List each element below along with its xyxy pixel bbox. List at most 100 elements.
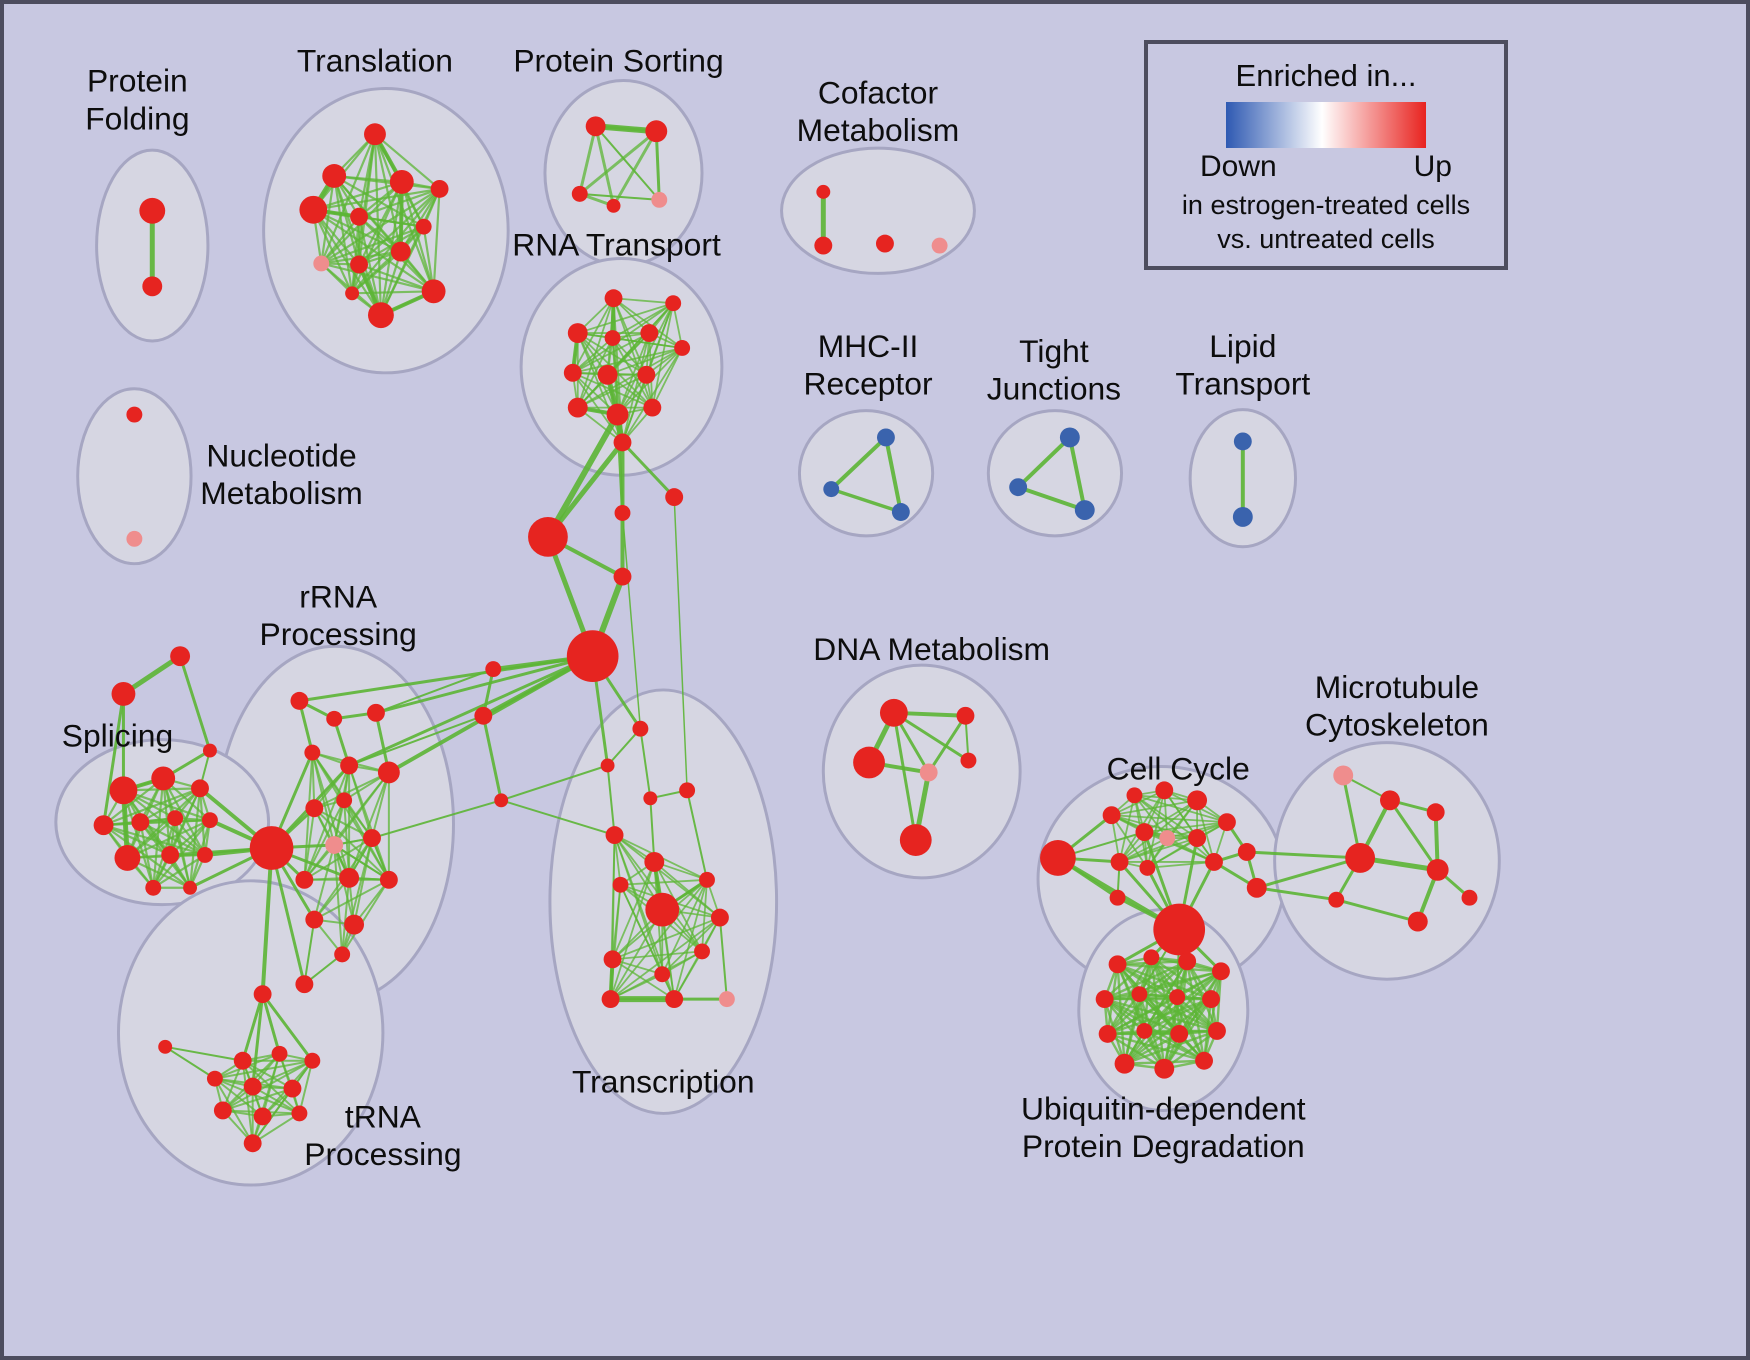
network-edge	[1146, 789, 1166, 869]
gene-set-node-65	[340, 756, 359, 775]
gene-set-node-87	[167, 810, 184, 827]
gene-set-node-1	[142, 276, 163, 297]
gene-set-node-4	[389, 170, 414, 194]
network-edge	[571, 332, 651, 374]
network-edge	[621, 373, 648, 444]
gene-set-node-41	[566, 630, 619, 682]
network-edge	[379, 225, 425, 317]
gene-set-node-139	[1212, 962, 1230, 981]
network-edge	[701, 878, 708, 953]
network-edge	[1016, 435, 1072, 490]
cluster-ellipse-mhc-ii-receptor	[797, 409, 935, 538]
gene-set-node-33	[567, 397, 588, 418]
gene-set-node-43	[474, 706, 493, 725]
network-edge	[297, 654, 595, 703]
cluster-label-rna-transport: RNA Transport	[512, 227, 721, 263]
network-edge	[545, 439, 625, 540]
network-edge	[571, 347, 684, 374]
gene-set-node-27	[604, 330, 621, 346]
gene-set-node-49	[605, 826, 624, 845]
network-edge	[1123, 1029, 1219, 1065]
gene-set-node-60	[694, 943, 710, 960]
network-edge	[313, 844, 336, 921]
network-edge	[1118, 794, 1136, 863]
cluster-ellipse-nucleotide-metabolism	[76, 387, 193, 566]
network-edge	[152, 853, 207, 889]
gene-set-node-52	[645, 892, 680, 927]
legend-gradient-bar	[1226, 102, 1426, 148]
network-edge	[370, 771, 390, 840]
network-edge	[1255, 856, 1362, 890]
gene-set-node-9	[313, 255, 330, 272]
network-edge	[892, 711, 970, 763]
network-edge	[616, 413, 624, 515]
gene-set-node-97	[271, 1045, 288, 1062]
network-edge	[102, 824, 172, 857]
gene-set-node-131	[1345, 843, 1376, 873]
network-edge	[1143, 997, 1213, 1033]
cluster-ellipse-tight-junctions	[986, 409, 1124, 538]
network-edge	[621, 347, 684, 444]
gene-set-node-135	[1461, 889, 1478, 906]
network-edge	[829, 435, 888, 492]
network-edge	[606, 727, 642, 767]
gene-set-node-46	[600, 758, 615, 773]
network-edge	[661, 878, 708, 976]
gene-set-node-15	[585, 116, 606, 137]
network-edge	[312, 187, 441, 211]
network-edge	[303, 918, 316, 986]
cluster-label-translation: Translation	[297, 43, 453, 79]
network-edge	[606, 347, 684, 376]
gene-set-node-42	[485, 661, 502, 678]
gene-set-node-14	[345, 286, 360, 301]
network-edge	[649, 797, 656, 863]
network-edge	[1103, 960, 1189, 1001]
network-edge	[164, 1045, 216, 1080]
gene-set-node-72	[295, 870, 314, 889]
network-edge	[606, 764, 616, 837]
gene-set-node-117	[1135, 823, 1154, 842]
gene-set-node-23	[931, 237, 948, 254]
gene-set-node-55	[603, 950, 622, 969]
network-edge	[578, 129, 658, 196]
gene-set-node-156	[1074, 500, 1095, 520]
network-edge	[164, 1045, 244, 1062]
network-edge	[594, 125, 661, 201]
network-edge	[612, 297, 675, 305]
network-edge	[1146, 861, 1215, 869]
gene-set-node-40	[613, 567, 632, 586]
network-edge	[221, 1087, 294, 1112]
network-edge	[619, 878, 708, 886]
network-edge	[611, 958, 676, 1001]
gene-set-node-76	[344, 914, 365, 935]
gene-set-node-45	[632, 720, 649, 737]
network-edge	[241, 992, 265, 1063]
network-edge	[612, 297, 654, 409]
network-edge	[576, 302, 675, 334]
gene-set-node-58	[665, 990, 684, 1009]
gene-set-node-99	[206, 1070, 223, 1087]
gene-set-node-82	[109, 776, 138, 805]
gene-set-node-3	[322, 164, 347, 188]
cluster-label-transcription: Transcription	[572, 1064, 755, 1100]
network-edge	[612, 297, 684, 349]
gene-set-node-16	[645, 120, 668, 143]
network-edge	[357, 187, 441, 218]
gene-set-node-57	[601, 990, 620, 1009]
gene-set-node-20	[816, 184, 831, 199]
gene-set-node-100	[243, 1077, 262, 1096]
network-edge	[1255, 886, 1338, 902]
network-edge	[374, 654, 595, 715]
network-edge	[609, 916, 721, 1001]
network-edge	[347, 654, 595, 767]
gene-set-node-67	[249, 826, 294, 870]
network-edge	[609, 861, 656, 1001]
legend: Enriched in... Down Up in estrogen-treat…	[1144, 40, 1508, 270]
network-edge	[102, 787, 202, 827]
gene-set-node-53	[699, 871, 715, 888]
network-edge	[594, 124, 616, 208]
gene-set-node-124	[1237, 843, 1256, 861]
gene-set-node-62	[326, 710, 343, 727]
network-edge	[481, 714, 503, 802]
network-edge	[1245, 850, 1362, 860]
